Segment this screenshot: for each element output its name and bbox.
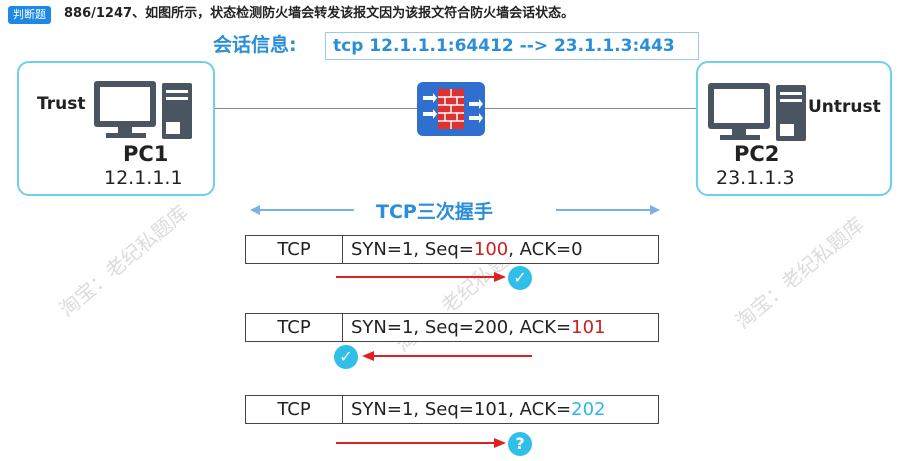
packet-fields: SYN=1, Seq=101, ACK=202	[351, 399, 606, 420]
question-type-tag: 判断题	[8, 6, 51, 24]
pc1-ip: 12.1.1.1	[104, 167, 183, 189]
check-icon: ✓	[334, 345, 358, 369]
firewall-icon	[417, 82, 485, 136]
pc2-computer-icon	[708, 83, 806, 141]
packet-row-3: TCP SYN=1, Seq=101, ACK=202	[245, 395, 659, 424]
arrow-left-icon	[362, 351, 532, 361]
arrow-right-icon	[336, 272, 506, 282]
seq-value: 100	[473, 239, 509, 260]
seq-value: 200	[473, 317, 509, 338]
trust-zone-label: Trust	[37, 94, 86, 114]
packet-protocol: TCP	[246, 236, 343, 263]
seq-value: 101	[473, 399, 509, 420]
pc1-computer-icon	[94, 81, 192, 139]
pc2-ip: 23.1.1.3	[716, 167, 795, 189]
handshake-direction-arrows	[250, 205, 660, 215]
watermark: 淘宝：老纪私题库	[730, 212, 869, 334]
packet-protocol: TCP	[246, 314, 343, 341]
pc1-name: PC1	[123, 142, 169, 166]
ack-value: 0	[571, 239, 583, 260]
ack-value: 101	[571, 317, 606, 338]
session-info-label: 会话信息:	[213, 34, 297, 56]
pc2-name: PC2	[734, 142, 780, 166]
question-mark-icon: ?	[508, 432, 532, 456]
session-info-value: tcp 12.1.1.1:64412 --> 23.1.1.3:443	[325, 32, 699, 60]
arrow-right-icon	[336, 438, 506, 448]
check-icon: ✓	[508, 266, 532, 290]
handshake-title: TCP三次握手	[376, 201, 493, 223]
packet-protocol: TCP	[246, 396, 343, 423]
packet-fields: SYN=1, Seq=200, ACK=101	[351, 317, 606, 338]
ack-value: 202	[571, 399, 606, 420]
packet-row-2: TCP SYN=1, Seq=200, ACK=101	[245, 313, 659, 342]
packet-fields: SYN=1, Seq=100, ACK=0	[351, 239, 583, 260]
question-text: 886/1247、如图所示，状态检测防火墙会转发该报文因为该报文符合防火墙会话状…	[64, 6, 575, 21]
untrust-zone-label: Untrust	[808, 97, 881, 117]
packet-row-1: TCP SYN=1, Seq=100, ACK=0	[245, 235, 659, 264]
watermark: 淘宝：老纪私题库	[54, 200, 193, 322]
